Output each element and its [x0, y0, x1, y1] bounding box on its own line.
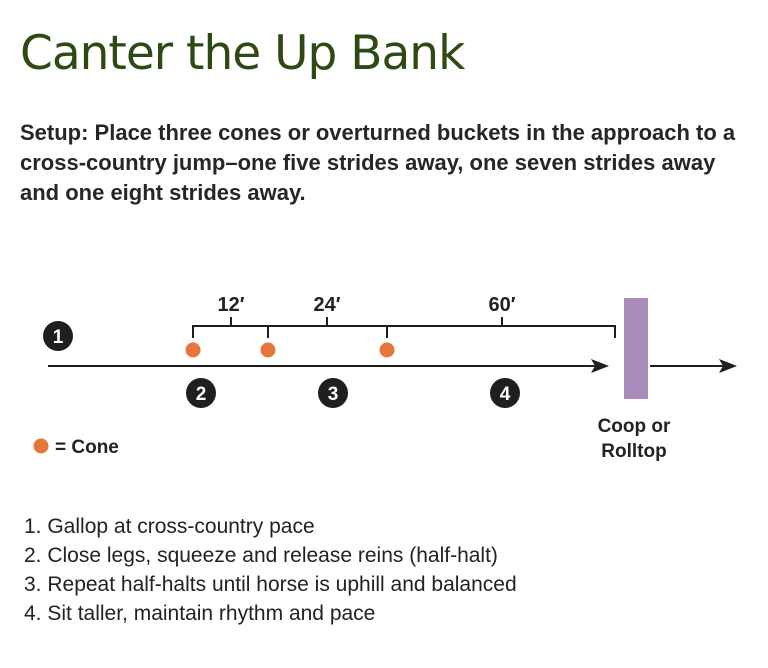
distance-label-60ft: 60′: [488, 294, 515, 316]
distance-brackets: [192, 317, 616, 338]
bracket-12ft: [192, 325, 269, 338]
step-item-4: 4. Sit taller, maintain rhythm and pace: [24, 602, 376, 625]
cone-1: [185, 342, 201, 358]
cone-3: [379, 342, 395, 358]
legend-cone-label: = Cone: [55, 437, 119, 458]
step-marker-2: 2: [186, 378, 216, 408]
steps-list: 1. Gallop at cross-country pace 2. Close…: [24, 512, 517, 628]
page-title: Canter the Up Bank: [20, 26, 465, 81]
bracket-24ft: [268, 325, 388, 338]
distance-label-24ft: 24′: [313, 294, 340, 316]
step-marker-1-label: 1: [53, 327, 64, 348]
step-item-3: 3. Repeat half-halts until horse is uphi…: [24, 573, 517, 596]
step-marker-4: 4: [490, 378, 520, 408]
bracket-60ft: [387, 325, 616, 338]
cone-2: [260, 342, 276, 358]
distance-label-12ft: 12′: [217, 294, 244, 316]
legend-cone-swatch: [33, 438, 49, 454]
step-marker-4-label: 4: [500, 384, 511, 405]
step-marker-3: 3: [318, 378, 348, 408]
obstacle-label-line2: Rolltop: [601, 441, 666, 462]
legend: = Cone: [33, 437, 119, 458]
obstacle-label-line1: Coop or: [598, 416, 671, 437]
step-item-2: 2. Close legs, squeeze and release reins…: [24, 544, 498, 567]
step-marker-1: 1: [43, 321, 73, 351]
setup-instructions: Setup: Place three cones or overturned b…: [20, 120, 736, 205]
step-marker-2-label: 2: [196, 384, 207, 405]
exit-arrow-head: [719, 359, 737, 373]
step-marker-3-label: 3: [328, 384, 339, 405]
step-item-1: 1. Gallop at cross-country pace: [24, 515, 315, 538]
obstacle-coop-rolltop: [624, 298, 648, 399]
approach-arrow-head: [591, 359, 609, 373]
